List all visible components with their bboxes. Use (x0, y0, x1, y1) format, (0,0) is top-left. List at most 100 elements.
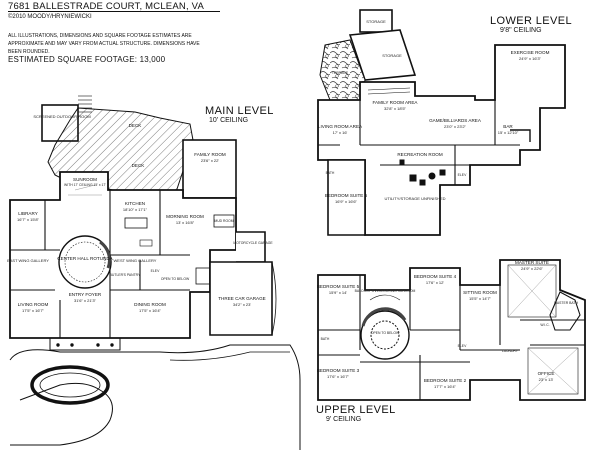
label-exercise: EXERCISE ROOM (511, 50, 550, 55)
size-morning-room: 13' x 16'8" (176, 220, 195, 225)
driveway-edge (9, 344, 301, 450)
size-bedroom-3: 17'6" x 16'7" (327, 374, 350, 379)
label-dining-room: DINING ROOM (134, 302, 166, 307)
size-billiards: 23'0" x 23'2" (444, 124, 467, 129)
label-sunroom: SUNROOM (73, 177, 97, 182)
size-library: 16'7" x 15'8" (17, 217, 40, 222)
lower-level-plan (317, 9, 566, 236)
size-sunroom: WITH 17' CEILING 15' x 17' (64, 183, 106, 187)
size-entry-foyer: 31'6" x 21'3" (74, 298, 97, 303)
upper-level-plan (317, 259, 586, 401)
lower-level-labels: STORAGE STORAGE TERRACE FAMILY ROOM AREA… (318, 19, 550, 204)
size-family-room: 23'6" x 22' (201, 158, 220, 163)
label-west-gallery: WEST WING GALLERY (114, 258, 157, 263)
label-motorcycle-garage: MOTORCYCLE GARAGE (233, 241, 273, 245)
label-living-room: LIVING ROOM (18, 302, 49, 307)
label-laundry: LAUNDRY (502, 349, 519, 353)
label-deck-1: DECK (129, 123, 143, 128)
label-lower-family: FAMILY ROOM AREA (372, 100, 418, 105)
title-underline (8, 11, 220, 12)
main-level-ceiling: 10' CEILING (209, 117, 249, 124)
main-level-plan (9, 95, 301, 450)
upper-level-labels: BEDROOM SUITE 5 15'9" x 14' BALCONY OVER… (317, 260, 579, 389)
motorcycle-garage (236, 231, 266, 263)
label-lower-bath: BATH (326, 171, 335, 175)
label-rotunda: CENTER HALL ROTUNDA (57, 256, 113, 261)
label-bedroom-5: BEDROOM SUITE 5 (317, 284, 360, 289)
master-suite-box (507, 264, 557, 318)
size-bedroom-5: 15'9" x 14' (329, 290, 348, 295)
label-lower-storage-2: STORAGE (382, 53, 402, 58)
size-bedroom-6: 16'9" x 16'6" (335, 199, 358, 204)
label-bedroom-2: BEDROOM SUITE 2 (424, 378, 467, 383)
lower-level-heading: LOWER LEVEL 9'8" CEILING (490, 15, 572, 34)
label-lower-elev: ELEV (458, 173, 467, 177)
main-family-room (182, 139, 237, 199)
rotunda-circle (58, 235, 112, 289)
main-level-name: MAIN LEVEL (205, 105, 274, 117)
main-level-labels: SCREENED OUTDOOR ROOM DECK DECK FAMILY R… (7, 114, 273, 313)
upper-level-ceiling: 9' CEILING (326, 416, 362, 423)
label-east-gallery: EAST WING GALLERY (7, 258, 49, 263)
lower-level-name: LOWER LEVEL (490, 15, 573, 27)
size-dining-room: 17'5" x 16'4" (139, 308, 162, 313)
office-box (527, 347, 579, 395)
size-living-room: 17'5" x 16'7" (22, 308, 45, 313)
size-master-suite: 24'9" x 22'6" (521, 266, 544, 271)
rotunda-stair (99, 240, 111, 269)
label-morning-room: MORNING ROOM (166, 214, 204, 219)
label-office: OFFICE (538, 371, 555, 376)
label-recreation: RECREATION ROOM (397, 152, 443, 157)
label-library: LIBRARY (18, 211, 38, 216)
label-deck-2: DECK (132, 163, 146, 168)
size-bedroom-4: 17'6" x 12' (426, 280, 445, 285)
label-screened: SCREENED OUTDOOR ROOM (33, 114, 90, 119)
label-family-room: FAMILY ROOM (194, 152, 226, 157)
label-bedroom-6: BEDROOM SUITE 6 (325, 193, 368, 198)
lower-level-ceiling: 9'8" CEILING (500, 27, 542, 34)
size-kitchen: 18'10" x 17'1" (123, 207, 148, 212)
label-open-below-upper: OPEN TO BELOW (371, 331, 400, 335)
disclaimer-text: ALL ILLUSTRATIONS, DIMENSIONS AND SQUARE… (8, 33, 200, 55)
size-lower-family: 32'8" x 18'5" (384, 106, 407, 111)
label-lower-storage-1: STORAGE (366, 19, 386, 24)
upper-rotunda (360, 310, 410, 360)
size-lower-living: 17' x 16' (333, 130, 348, 135)
lower-storage-2 (348, 29, 417, 81)
kitchen-island (124, 217, 148, 229)
upper-level-heading: UPPER LEVEL 9' CEILING (316, 404, 396, 423)
circular-drive (30, 365, 110, 405)
label-open-below-main: OPEN TO BELOW (161, 277, 190, 281)
lower-bedroom-6 (327, 159, 366, 236)
master-bath (549, 291, 581, 331)
label-sitting-room: SITTING ROOM (463, 290, 497, 295)
label-three-car-garage: THREE CAR GARAGE (218, 296, 265, 301)
label-utility: UTILITY/STORAGE UNFINISHED (384, 196, 445, 201)
label-upper-elev: ELEV (458, 344, 467, 348)
entry-portico (49, 338, 121, 351)
main-level-heading: MAIN LEVEL 10' CEILING (205, 105, 274, 124)
size-three-car-garage: 34'2" x 23' (233, 302, 252, 307)
label-entry-foyer: ENTRY FOYER (69, 292, 102, 297)
label-butlers-pantry: BUTLER'S PANTRY (110, 273, 141, 277)
size-exercise: 24'9" x 16'3" (519, 56, 542, 61)
upper-open-below (370, 320, 400, 350)
label-bar: BAR (503, 124, 513, 129)
upper-level-name: UPPER LEVEL (316, 404, 396, 416)
size-bar: 15' x 12'10" (498, 130, 519, 135)
label-master-suite: MASTER SUITE (515, 260, 549, 265)
label-lower-living: LIVING ROOM AREA (318, 124, 363, 129)
label-main-elev: ELEV (151, 269, 160, 273)
size-sitting-room: 15'5" x 14'7" (469, 296, 492, 301)
size-bedroom-2: 17'7" x 16'4" (434, 384, 457, 389)
label-bedroom-4: BEDROOM SUITE 4 (414, 274, 457, 279)
label-bedroom-3: BEDROOM SUITE 3 (317, 368, 360, 373)
label-terrace: TERRACE (332, 71, 349, 75)
label-kitchen: KITCHEN (125, 201, 145, 206)
label-balcony: BALCONY OVERLOOKING SUNROOM (355, 289, 416, 293)
label-mud-room: MUD ROOM (214, 219, 233, 223)
label-master-bath: MASTER BATH (554, 301, 578, 305)
size-office: 23' x 13' (539, 377, 554, 382)
copyright-notice: ©2010 MOODY/HRYNIEWICKI (8, 14, 92, 20)
